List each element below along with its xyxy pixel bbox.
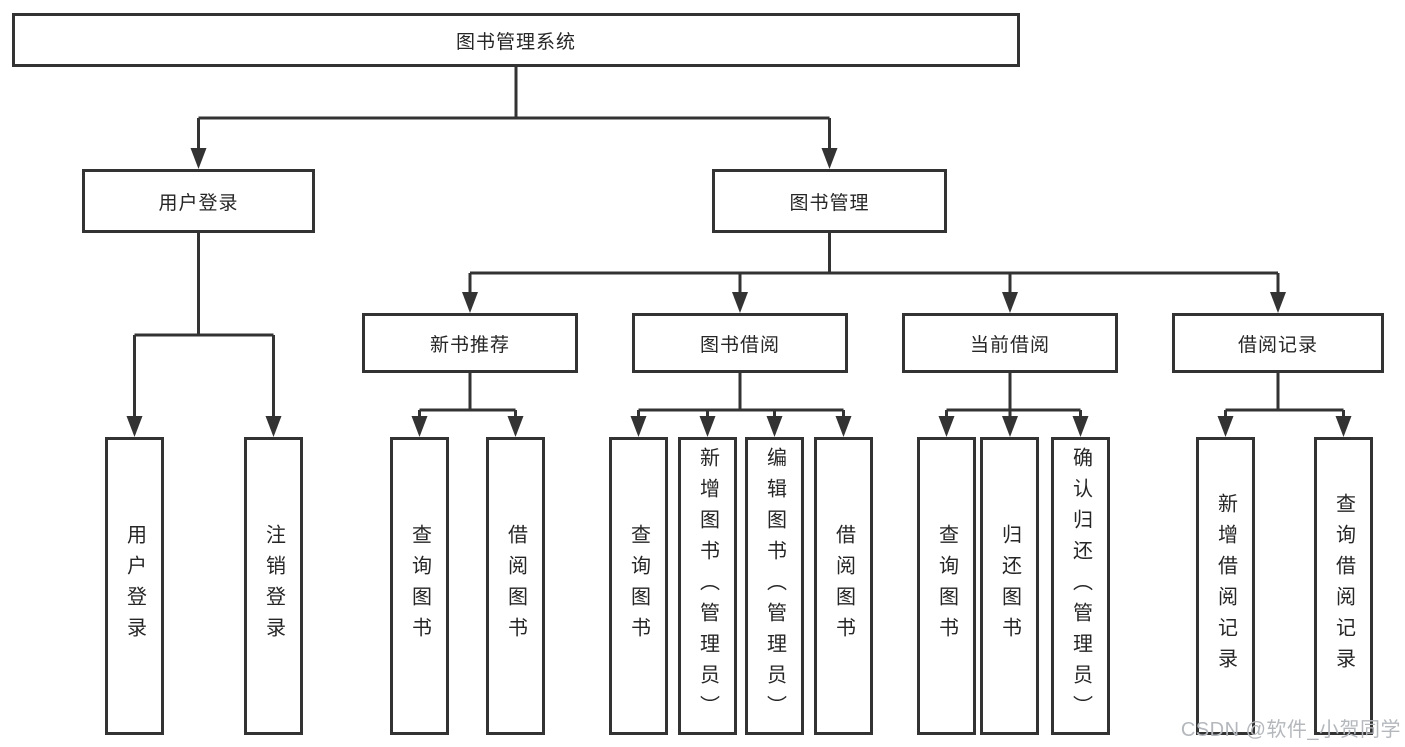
node-new-book-recommend: 新书推荐 [362, 313, 578, 373]
arrow-down-icon [938, 416, 955, 437]
arrow-down-icon [1072, 416, 1089, 437]
connector-root-to-level2 [197, 67, 831, 152]
leaf-edit-book-admin: 编辑图书（管理员） [745, 437, 804, 735]
arrow-down-icon [630, 416, 647, 437]
leaf-user-login: 用户登录 [105, 437, 164, 735]
leaf-logout: 注销登录 [244, 437, 303, 735]
leaf-return-books: 归还图书 [980, 437, 1039, 735]
arrow-down-icon [1217, 416, 1234, 437]
node-current-borrowing: 当前借阅 [902, 313, 1118, 373]
arrow-down-icon [1002, 416, 1018, 437]
leaf-borrow-books-borrowing: 借阅图书 [814, 437, 873, 735]
arrow-down-icon [411, 416, 428, 437]
leaf-query-books-current: 查询图书 [917, 437, 976, 735]
arrow-down-icon [1002, 292, 1018, 313]
leaf-add-book-admin: 新增图书（管理员） [678, 437, 737, 735]
arrow-down-icon [1335, 416, 1352, 437]
connector-bookmgmt-to-groups [468, 233, 1280, 296]
leaf-borrow-books-recommend: 借阅图书 [486, 437, 545, 735]
connector-current-to-leaves [945, 373, 1082, 420]
arrow-down-icon [835, 416, 852, 437]
csdn-watermark: CSDN @软件_小贺同学 [1180, 719, 1401, 741]
arrow-down-icon [126, 416, 143, 437]
node-book-management: 图书管理 [712, 169, 947, 233]
node-book-borrowing: 图书借阅 [632, 313, 848, 373]
arrow-down-icon [732, 292, 748, 313]
leaf-query-borrow-record: 查询借阅记录 [1314, 437, 1373, 735]
leaf-query-books-borrowing: 查询图书 [609, 437, 668, 735]
arrow-down-icon [766, 416, 783, 437]
node-root-system: 图书管理系统 [12, 13, 1020, 67]
connector-newbook-to-leaves [418, 373, 517, 420]
arrowheads [126, 148, 1352, 437]
leaf-query-books-recommend: 查询图书 [390, 437, 449, 735]
leaf-add-borrow-record: 新增借阅记录 [1196, 437, 1255, 735]
arrow-down-icon [190, 148, 207, 169]
connector-borrowing-to-leaves [637, 373, 845, 420]
connector-userlogin-to-leaves [133, 233, 275, 420]
arrow-down-icon [462, 292, 478, 313]
leaf-confirm-return-admin: 确认归还（管理员） [1051, 437, 1110, 735]
arrow-down-icon [507, 416, 524, 437]
arrow-down-icon [265, 416, 282, 437]
connector-records-to-leaves [1224, 373, 1345, 420]
arrow-down-icon [1270, 292, 1286, 313]
node-borrow-records: 借阅记录 [1172, 313, 1384, 373]
arrow-down-icon [821, 148, 838, 169]
node-user-login: 用户登录 [82, 169, 315, 233]
arrow-down-icon [699, 416, 716, 437]
